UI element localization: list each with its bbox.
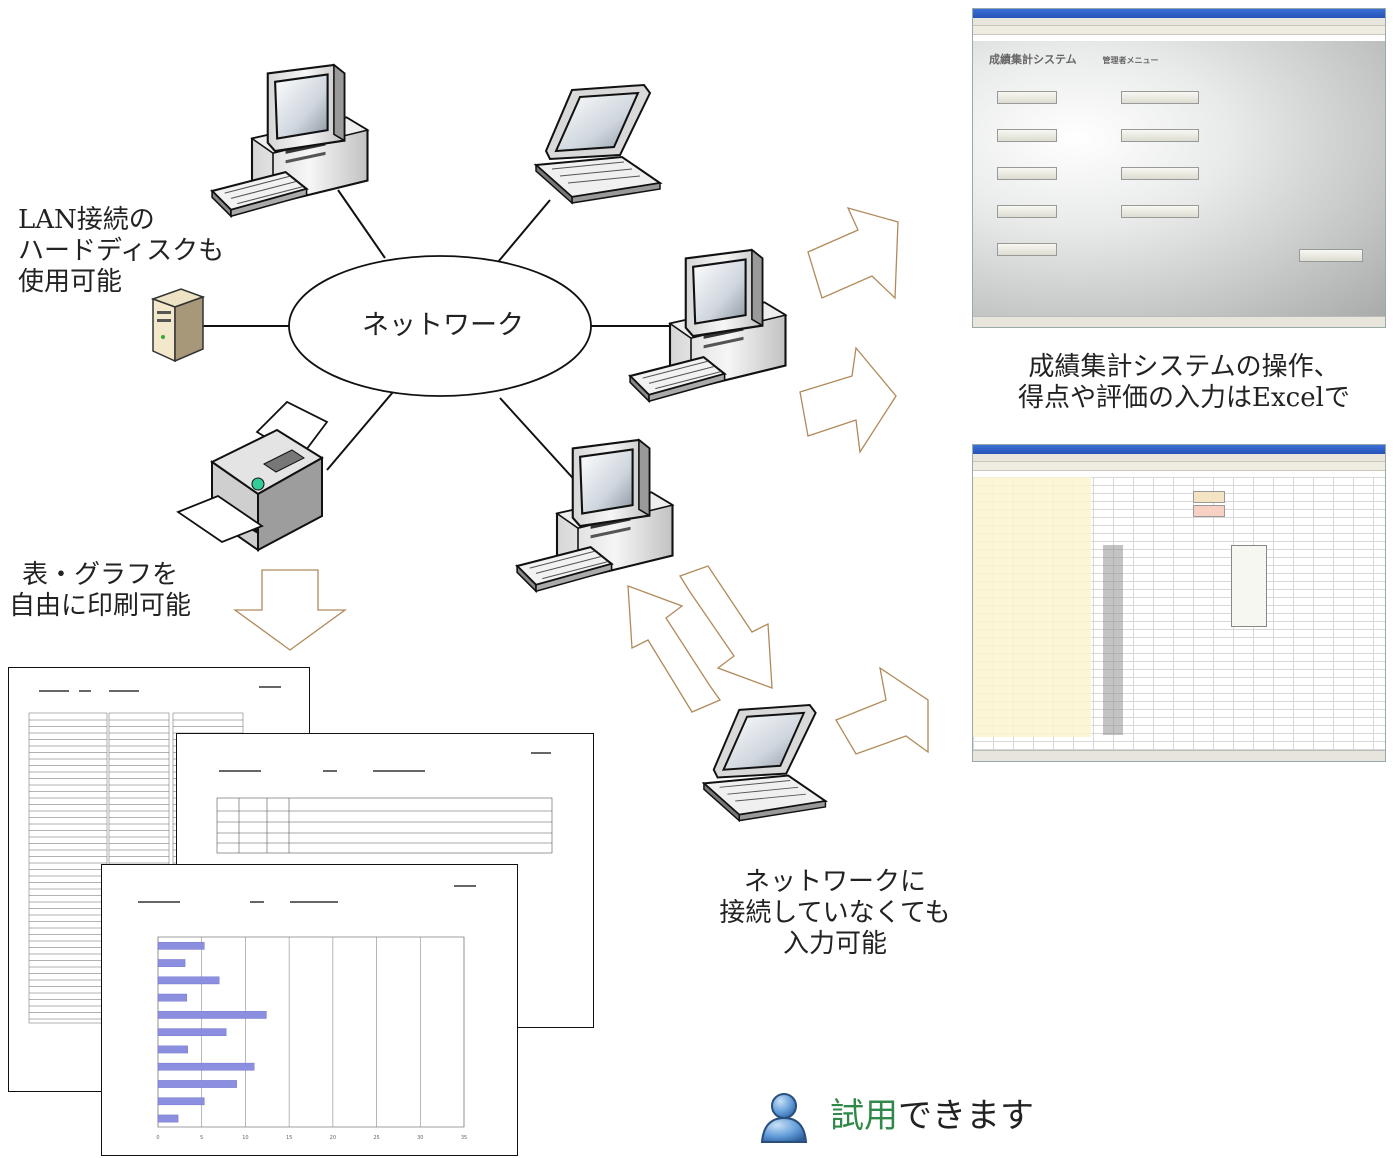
chart-bar bbox=[157, 1028, 227, 1037]
chart-bar bbox=[157, 1114, 179, 1123]
arrow-to-sheet-2 bbox=[835, 666, 929, 755]
bar-chart: 0 5 10 15 20 25 30 35 bbox=[138, 885, 476, 1141]
trial-highlight: 試用 bbox=[830, 1096, 898, 1136]
excel-sheet-screenshot bbox=[972, 444, 1386, 762]
arrow-to-menu bbox=[807, 206, 899, 300]
chart-bar bbox=[157, 993, 188, 1002]
arrow-to-sheet bbox=[799, 346, 897, 454]
user-icon bbox=[760, 1093, 808, 1143]
chart-tick-label: 15 bbox=[286, 1135, 292, 1141]
trial-rest: できます bbox=[898, 1096, 1034, 1136]
lan-disk-label: LAN接続の ハードディスクも 使用可能 bbox=[18, 205, 225, 297]
chart-tick-label: 20 bbox=[330, 1135, 336, 1141]
menu-header-sub: 管理者メニュー bbox=[1102, 56, 1159, 65]
chart-bar bbox=[157, 1062, 255, 1071]
chart-bar bbox=[157, 1045, 188, 1054]
chart-bar bbox=[157, 959, 186, 967]
chart-bar bbox=[157, 1097, 205, 1106]
offline-caption: ネットワークに 接続していなくても 入力可能 bbox=[719, 867, 951, 959]
menu-header-title: 成績集計システム bbox=[989, 53, 1077, 66]
chart-bar bbox=[157, 1080, 237, 1088]
excel-menu-screenshot: 成績集計システム 管理者メニュー bbox=[972, 8, 1386, 328]
printer-icon bbox=[176, 400, 329, 552]
trial-text: 試用できます bbox=[762, 1088, 1034, 1137]
arrow-sync-down bbox=[679, 565, 773, 689]
arrow-sync-up bbox=[627, 585, 721, 713]
network-label: ネットワーク bbox=[362, 310, 524, 341]
chart-tick-label: 10 bbox=[242, 1135, 248, 1141]
chart-bar bbox=[157, 941, 205, 950]
chart-tick-label: 0 bbox=[156, 1135, 159, 1141]
chart-bar bbox=[157, 976, 220, 985]
chart-tick-label: 30 bbox=[417, 1135, 423, 1141]
chart-tick-label: 25 bbox=[373, 1135, 379, 1141]
server-icon bbox=[150, 288, 206, 363]
excel-caption: 成績集計システムの操作、 得点や評価の入力はExcelで bbox=[1018, 352, 1350, 413]
chart-tick-label: 35 bbox=[461, 1135, 467, 1141]
chart-bar bbox=[157, 1011, 267, 1019]
chart-tick-label: 5 bbox=[200, 1135, 203, 1141]
printout-chart: 0 5 10 15 20 25 30 35 bbox=[101, 864, 518, 1156]
print-label: 表・グラフを 自由に印刷可能 bbox=[8, 560, 191, 621]
